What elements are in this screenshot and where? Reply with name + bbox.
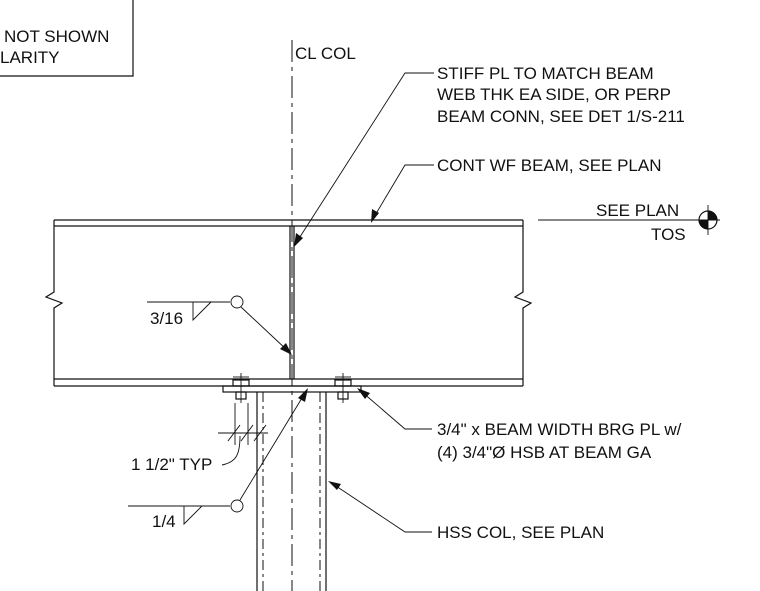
weld-size-top: 3/16: [150, 309, 183, 328]
brg-pl-line-1: 3/4" x BEAM WIDTH BRG PL w/: [437, 420, 682, 439]
wf-beam: [44, 219, 533, 387]
note-line-1: NOT SHOWN: [4, 27, 109, 46]
stiff-pl-line-2: WEB THK EA SIDE, OR PERP: [437, 85, 671, 104]
bolt-right: [334, 373, 352, 403]
weld-symbol-3-16: 3/16: [147, 295, 292, 355]
general-note-box: NOT SHOWN LARITY: [0, 0, 134, 77]
stiff-pl-line-1: STIFF PL TO MATCH BEAM: [437, 64, 654, 83]
see-plan-label: SEE PLAN: [596, 201, 679, 220]
bolt-edge-dimension: 1 1/2" TYP: [131, 403, 268, 474]
tos-elevation-marker: SEE PLAN TOS: [538, 201, 720, 244]
cont-wf-beam-callout: CONT WF BEAM, SEE PLAN: [371, 156, 662, 223]
tos-label: TOS: [651, 225, 686, 244]
bearing-plate: [222, 385, 362, 393]
cl-col-label: CL COL: [295, 44, 356, 63]
hss-col-callout: HSS COL, SEE PLAN: [328, 481, 604, 542]
brg-pl-line-2: (4) 3/4"Ø HSB AT BEAM GA: [437, 443, 652, 462]
column-centerline: CL COL: [291, 40, 356, 591]
typ-dimension-label: 1 1/2" TYP: [131, 455, 212, 474]
stiff-pl-line-3: BEAM CONN, SEE DET 1/S-211: [437, 107, 685, 126]
bolt-left: [232, 373, 250, 403]
hss-column: [256, 392, 327, 591]
brg-pl-callout: 3/4" x BEAM WIDTH BRG PL w/ (4) 3/4"Ø HS…: [357, 388, 682, 462]
bolts: [232, 373, 352, 403]
note-line-2: LARITY: [0, 48, 60, 67]
weld-size-bottom: 1/4: [152, 512, 176, 531]
weld-symbol-1-4: 1/4: [128, 388, 308, 531]
stiff-pl-callout: STIFF PL TO MATCH BEAM WEB THK EA SIDE, …: [294, 64, 685, 247]
cont-wf-beam-label: CONT WF BEAM, SEE PLAN: [437, 156, 662, 175]
hss-col-label: HSS COL, SEE PLAN: [437, 523, 604, 542]
